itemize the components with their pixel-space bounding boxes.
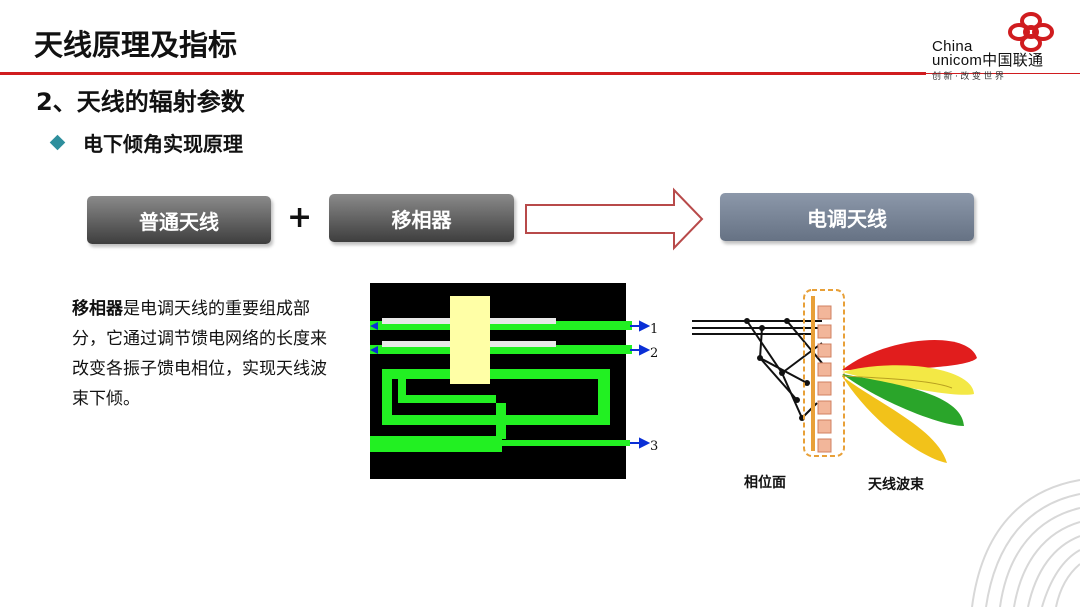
phase-shifter-box: 移相器: [329, 194, 514, 242]
feed-traces: [370, 321, 632, 452]
feed-network: [692, 320, 823, 419]
china-unicom-logo: China unicom中国联通 创新·改变世界: [928, 10, 1068, 82]
phase-shifter-diagram: 4 5 1 2 3: [370, 283, 658, 479]
phase-plane-outline: [803, 289, 845, 457]
port-label-3: 3: [650, 439, 658, 454]
section-heading: 2、天线的辐射参数: [36, 88, 245, 116]
electrical-tilt-antenna-box: 电调天线: [720, 193, 974, 241]
feed-nodes: [744, 318, 810, 421]
bullet-text: 电下倾角实现原理: [83, 132, 243, 156]
unicom-knot-icon: [1008, 12, 1054, 52]
description-text: 是电调天线的重要组成部分，它通过调节馈电网络的长度来改变各振子馈电相位，实现天线…: [72, 299, 327, 409]
port-label-2: 2: [650, 346, 658, 361]
port-arrows: [630, 320, 651, 449]
right-arrow-icon: [525, 187, 704, 251]
phase-plane-label: 相位面: [744, 475, 786, 491]
header-rule: [0, 72, 926, 75]
page-title: 天线原理及指标: [34, 28, 238, 62]
corner-decoration: [971, 479, 1080, 607]
normal-antenna-box: 普通天线: [87, 196, 271, 244]
beam-tilt-diagram: [692, 289, 977, 463]
logo-tagline: 创新·改变世界: [932, 72, 1007, 82]
diamond-bullet-icon: [49, 134, 66, 151]
bullet-item: 电下倾角实现原理: [49, 128, 243, 157]
antenna-beam-label: 天线波束: [868, 477, 924, 493]
antenna-beams: [841, 340, 977, 463]
port-label-1: 1: [650, 322, 658, 337]
description-term: 移相器: [72, 299, 123, 319]
plus-sign: +: [287, 200, 313, 235]
radiating-elements: [817, 305, 832, 453]
slider-contacts: [382, 318, 556, 347]
phase-slider: [450, 296, 490, 384]
description-paragraph: 移相器是电调天线的重要组成部分，它通过调节馈电网络的长度来改变各振子馈电相位，实…: [72, 294, 328, 414]
logo-text: China unicom中国联通: [932, 38, 1044, 69]
header-rule-thin: [926, 73, 1080, 74]
